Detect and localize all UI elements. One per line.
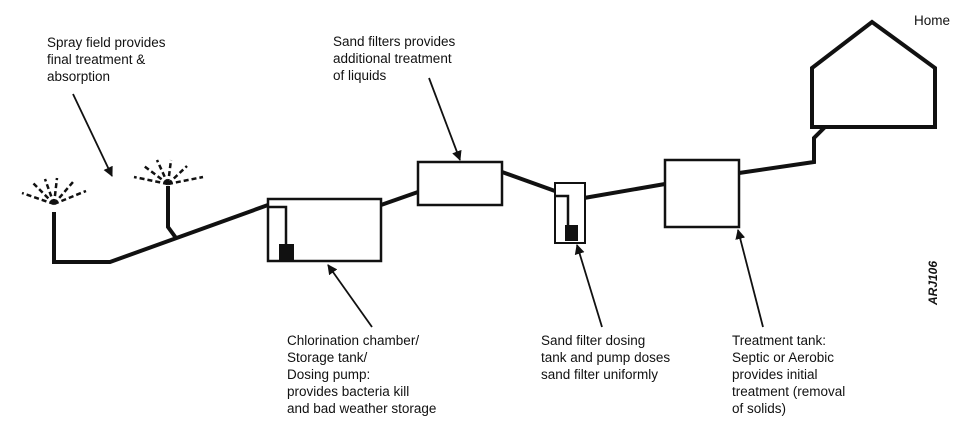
chlorination-tank-riser (268, 205, 288, 244)
label-line: tank and pump doses (541, 350, 671, 365)
house-drain-pipe (738, 125, 827, 175)
label-line: final treatment & (47, 52, 146, 67)
label-line: Storage tank/ (287, 350, 368, 365)
label-line: of solids) (732, 401, 787, 416)
sand-filter-dosing-label: Sand filter dosing tank and pump doses s… (541, 332, 670, 383)
house-outline-icon (810, 19, 937, 129)
label-line: Spray field provides (47, 35, 166, 50)
label-line: absorption (47, 69, 111, 84)
dosing-tank-riser (556, 194, 570, 225)
label-line: Chlorination chamber/ (287, 333, 420, 348)
label-line: provides bacteria kill (287, 384, 410, 399)
label-line: and bad weather storage (287, 401, 437, 416)
sand-filters-label: Sand filters provides additional treatme… (333, 33, 455, 84)
spray-field-label: Spray field provides final treatment & a… (47, 34, 166, 85)
arrow-icon (735, 229, 764, 328)
label-line: provides initial (732, 367, 818, 382)
dosing-pump-icon (279, 244, 294, 261)
home-label: Home (914, 13, 951, 28)
label-line: Sand filters provides (333, 34, 456, 49)
treatment-tank (663, 158, 741, 229)
sand-filter-box (416, 160, 504, 207)
label-line: Sand filter dosing (541, 333, 646, 348)
chlorination-chamber-label: Chlorination chamber/ Storage tank/ Dosi… (287, 332, 436, 417)
label-line: Treatment tank: (732, 333, 827, 348)
arrow-icon (428, 77, 462, 161)
label-line: Septic or Aerobic (732, 350, 835, 365)
arrow-icon (574, 244, 603, 328)
label-line: of liquids (333, 68, 387, 83)
label-line: additional treatment (333, 51, 452, 66)
figure-code-label: ARJ106 (926, 260, 940, 305)
sprinkler-branch-pipe (166, 186, 178, 240)
label-line: treatment (removal (732, 384, 846, 399)
pipe-sand-filter-to-chlorination (380, 190, 419, 207)
pipe-dosing-to-sand-filter (501, 170, 556, 193)
sprinkler-head-icon (133, 159, 204, 186)
label-line: Dosing pump: (287, 367, 371, 382)
pipe-treatment-to-dosing (583, 182, 666, 200)
sprinkler-head-icon (21, 177, 87, 206)
arrow-icon (327, 264, 373, 328)
treatment-tank-label: Treatment tank: Septic or Aerobic provid… (732, 332, 845, 417)
label-line: sand filter uniformly (541, 367, 659, 382)
arrow-icon (72, 93, 113, 177)
spray-distribution-pipe (52, 203, 269, 264)
dosing-pump-icon (565, 225, 578, 241)
